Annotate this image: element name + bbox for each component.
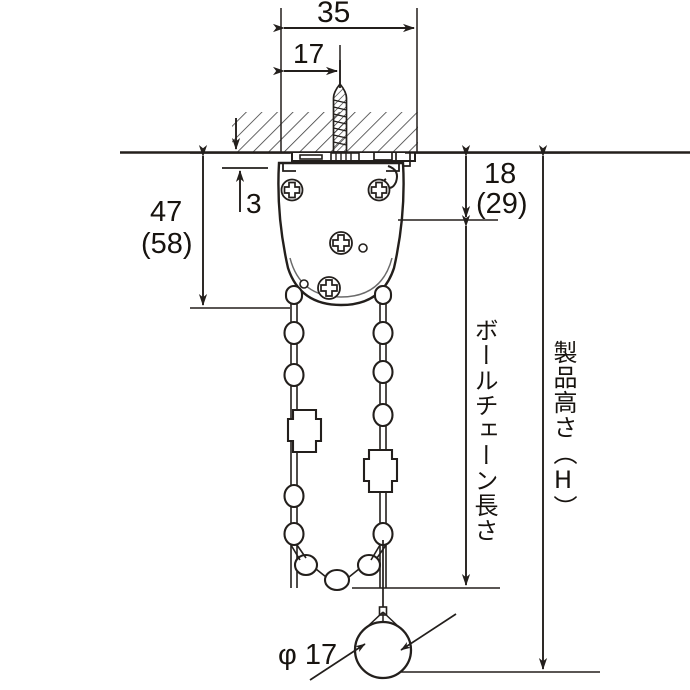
- dimension-3: [222, 118, 268, 212]
- housing-screw-top-right: [367, 178, 391, 202]
- dimension-label-18-alt: (29): [476, 188, 528, 220]
- extension-lines-top: [280, 8, 418, 153]
- dimension-label-17: 17: [293, 38, 325, 69]
- housing-screw-bottom: [317, 276, 341, 300]
- housing-screw-top-left: [280, 178, 304, 202]
- dimension-label-18: 18: [484, 158, 517, 190]
- dimension-label-47-alt: (58): [141, 228, 193, 260]
- dimension-label-47: 47: [150, 196, 183, 228]
- dimension-label-ball-diameter: φ 17: [278, 639, 338, 671]
- ball-chain-loop: [283, 284, 399, 592]
- ceiling-section: [120, 112, 690, 154]
- housing-screw-middle: [329, 231, 353, 255]
- label-product-height-symbol: （H）: [549, 441, 577, 520]
- mounting-screw: [332, 60, 348, 153]
- label-product-height: 製品高さ: [549, 340, 577, 440]
- dimension-label-35: 35: [317, 0, 351, 29]
- dimension-product-height: [400, 145, 600, 673]
- dimension-chain-length: [352, 215, 500, 589]
- label-chain-length: ボールチェーン長さ: [470, 318, 498, 543]
- chain-drive-housing: [277, 161, 405, 307]
- diameter-leader-line: [309, 613, 457, 681]
- dimension-47-58: [190, 145, 290, 309]
- dimension-label-3: 3: [246, 188, 262, 219]
